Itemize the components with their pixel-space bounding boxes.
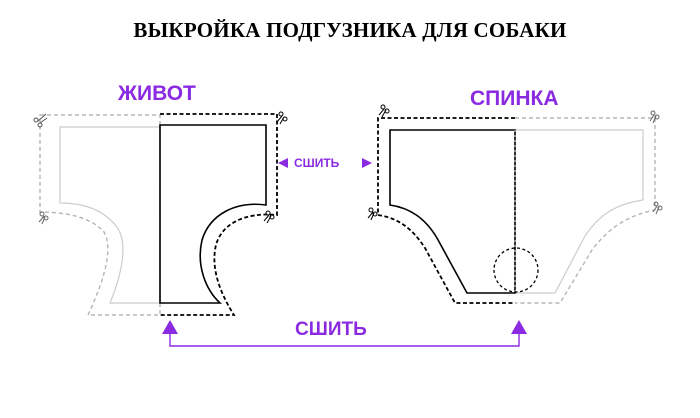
belly-inner-grey-line [59,126,161,304]
label-back: СПИНКА [470,87,559,110]
bottom-sew-connector [162,320,527,347]
diagram-title: ВЫКРОЙКА ПОДГУЗНИКА ДЛЯ СОБАКИ [133,18,567,42]
belly-pattern [33,111,288,316]
scissors-icon [263,210,275,224]
connector-line [169,333,520,347]
back-pattern [367,104,663,304]
scissors-icon [38,211,49,225]
tail-hole [493,247,539,293]
scissors-icon [378,104,390,118]
back-inner-grey-line [515,129,644,294]
scissors-icon [649,110,660,124]
arrow-right-icon [362,158,372,168]
back-outline [389,129,516,294]
side-sew-arrows [278,158,372,168]
label-sew-bottom: СШИТЬ [295,319,367,340]
back-seam-allowance [515,117,656,304]
belly-black-seam [160,113,278,316]
back-black-seam [377,117,515,304]
scissors-icon [367,207,378,221]
label-belly: ЖИВОТ [118,82,196,105]
label-sew-side: СШИТЬ [294,156,340,170]
arrow-up-icon [511,320,527,334]
arrow-left-icon [278,158,288,168]
scissors-icon [276,111,288,125]
scissors-icon [652,201,663,215]
scissors-icon [33,113,48,128]
belly-seam-allowance [39,114,161,316]
belly-outline [159,124,267,304]
arrow-up-icon [162,320,178,334]
